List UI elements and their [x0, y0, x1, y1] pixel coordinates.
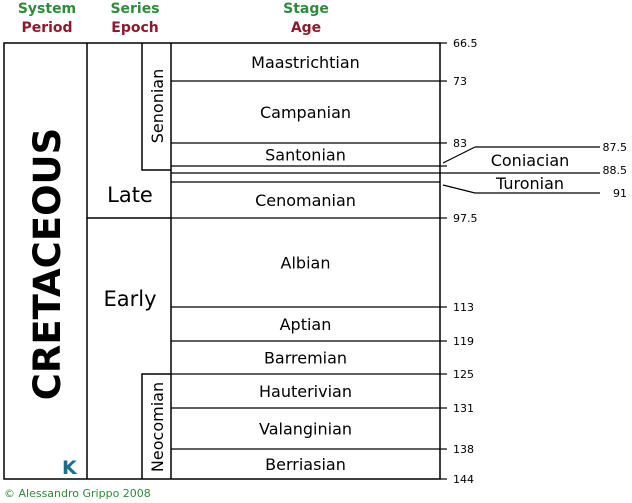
header-series: Series — [110, 1, 160, 17]
header-series-epoch: Series Epoch — [96, 0, 174, 38]
age-label: 88.5 — [603, 164, 628, 177]
stage-label: Valanginian — [259, 420, 352, 439]
stage-label: Hauterivian — [259, 382, 352, 401]
stage-label: Maastrichtian — [251, 53, 360, 72]
stage-layer: MaastrichtianCampanianSantonianCenomania… — [171, 53, 440, 474]
copyright-notice: © Alessandro Grippo 2008 — [4, 487, 151, 500]
subepoch-neocomian: Neocomian — [148, 382, 167, 472]
age-label: 144 — [453, 473, 474, 486]
stage-label-coniacian: Coniacian — [491, 151, 570, 170]
period-symbol: K — [62, 457, 78, 479]
header-stage-age: Stage Age — [266, 0, 346, 38]
header-epoch: Epoch — [111, 20, 159, 36]
age-label: 73 — [453, 75, 467, 88]
age-label: 138 — [453, 443, 474, 456]
period-name: CRETACEOUS — [26, 128, 69, 401]
subepoch-senonian: Senonian — [148, 69, 167, 143]
stage-label: Aptian — [280, 315, 332, 334]
header-age: Age — [290, 20, 322, 36]
age-label: 87.5 — [603, 141, 628, 154]
neocomian-box — [141, 373, 171, 479]
stage-label: Santonian — [265, 146, 346, 165]
age-label: 91 — [613, 187, 627, 200]
stage-label: Berriasian — [265, 455, 346, 474]
age-label: 131 — [453, 402, 474, 415]
age-label: 97.5 — [453, 212, 478, 225]
header-period: Period — [21, 20, 73, 36]
epoch-early: Early — [103, 287, 156, 311]
stage-label: Campanian — [260, 103, 351, 122]
age-label: 113 — [453, 301, 474, 314]
age-label: 125 — [453, 368, 474, 381]
header-system-period: System Period — [8, 0, 86, 38]
header-stage: Stage — [283, 1, 329, 17]
stage-label: Cenomanian — [255, 191, 356, 210]
age-label: 66.5 — [453, 37, 478, 50]
senonian-box — [141, 43, 171, 171]
header-system: System — [17, 1, 77, 17]
stage-label: Albian — [281, 254, 331, 273]
callout-line — [442, 146, 476, 164]
stage-label-turonian: Turonian — [495, 174, 564, 193]
stage-label: Barremian — [264, 349, 347, 368]
callout-line — [442, 184, 476, 194]
epoch-late: Late — [107, 183, 153, 207]
age-label: 119 — [453, 335, 474, 348]
geologic-timescale-diagram: CRETACEOUS K Late Early Senonian Neocomi… — [3, 37, 627, 486]
age-label: 83 — [453, 137, 467, 150]
age-tick-layer: 66.5 73 83 87.5 88.5 91 97.5 113 119 125 131 138 144 — [440, 37, 627, 486]
timescale-frame — [3, 42, 441, 480]
